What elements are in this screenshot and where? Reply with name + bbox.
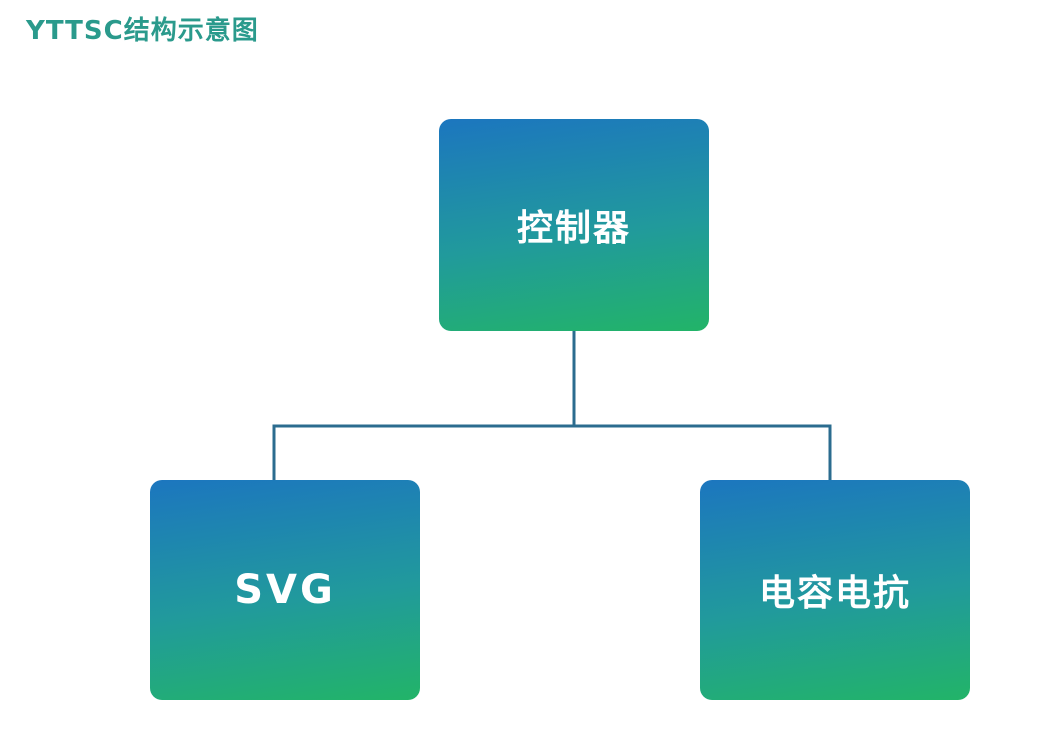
diagram-title: YTTSC结构示意图	[26, 16, 259, 46]
controller-label: 控制器	[516, 208, 631, 249]
controller-node: 控制器	[439, 119, 709, 331]
capacitor-reactor-label: 电容电抗	[758, 573, 911, 614]
svg-label: SVG	[234, 567, 336, 613]
svg-node: SVG	[150, 480, 420, 700]
capacitor-reactor-node: 电容电抗	[700, 480, 970, 700]
